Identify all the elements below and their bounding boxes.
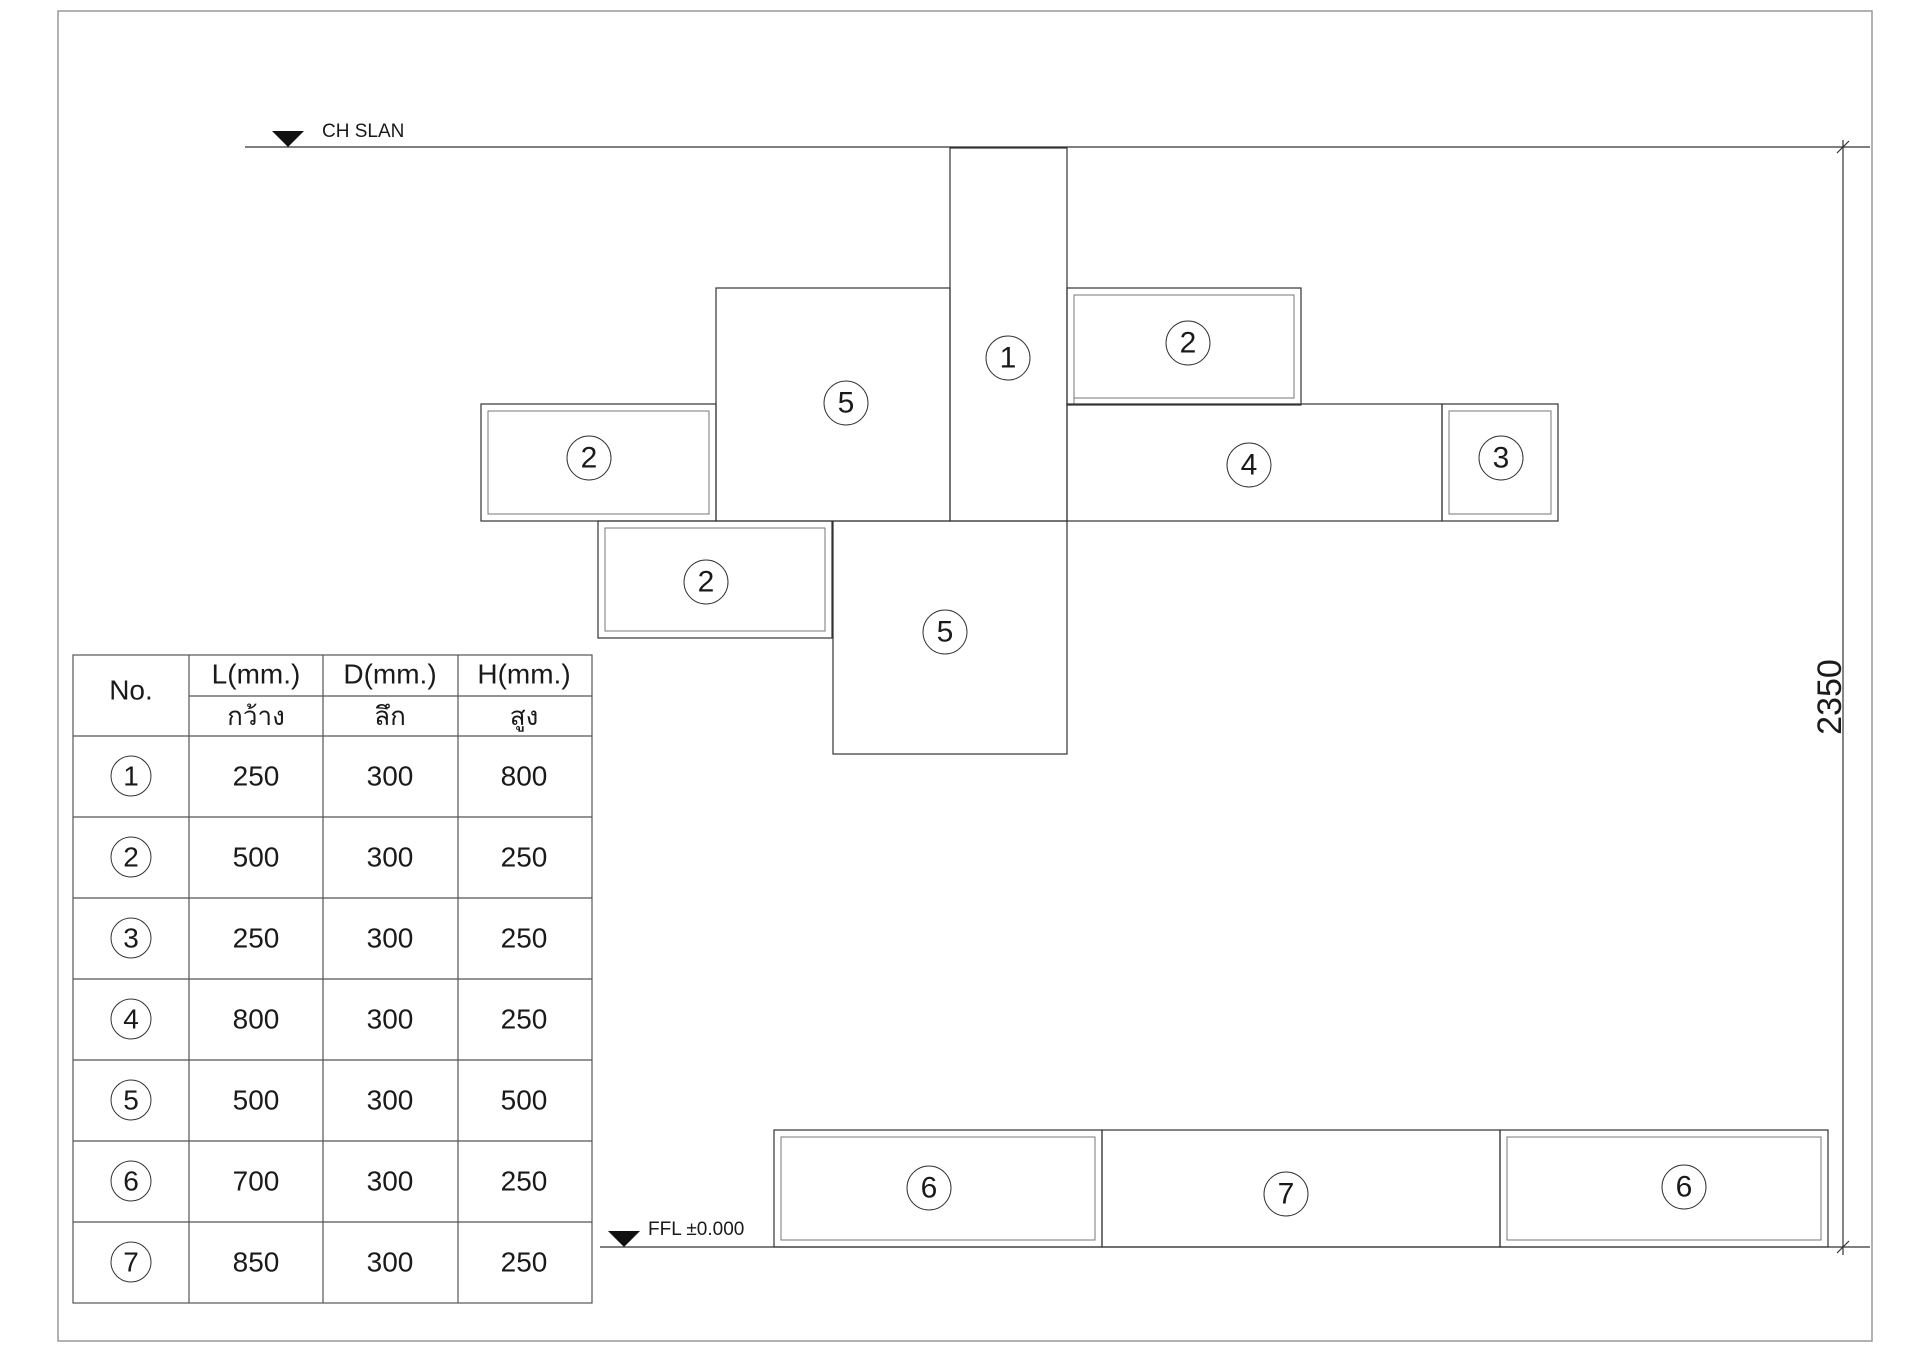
module-badge-number: 2 (698, 566, 715, 599)
module-6-right (1499, 1129, 1829, 1248)
ceiling-level-label: CH SLAN (322, 121, 404, 142)
module-badge: 7 (1263, 1171, 1309, 1217)
module-3 (1441, 403, 1559, 522)
header-depth-thai: ลึก (374, 701, 406, 731)
floor-level-label: FFL ±0.000 (648, 1219, 744, 1240)
level-triangle-icon (272, 131, 304, 147)
cell-height: 250 (501, 1247, 548, 1278)
cell-depth: 300 (367, 1085, 414, 1116)
module-badge: 5 (823, 380, 869, 426)
module-inner (1506, 1136, 1822, 1241)
header-length: L(mm.) (212, 659, 301, 690)
module-inner (487, 410, 710, 515)
module-5-lower (832, 520, 1068, 755)
row-number: 2 (123, 842, 139, 873)
row-number: 5 (123, 1085, 139, 1116)
module-badge: 4 (1226, 442, 1272, 488)
cell-length: 700 (233, 1166, 280, 1197)
sheet-border (57, 10, 1873, 1342)
cell-depth: 300 (367, 842, 414, 873)
module-badge-number: 5 (937, 616, 954, 649)
cell-depth: 300 (367, 1166, 414, 1197)
cell-height: 500 (501, 1085, 548, 1116)
module-badge: 3 (1478, 435, 1524, 481)
module-badge-number: 7 (1278, 1178, 1295, 1211)
header-height-thai: สูง (510, 701, 539, 732)
table-row: 7 850 300 250 (110, 1241, 548, 1283)
module-box (597, 520, 833, 639)
cell-length: 500 (233, 842, 280, 873)
dimension-tick (1836, 1240, 1850, 1254)
cell-depth: 300 (367, 1247, 414, 1278)
module-badge-number: 2 (1180, 327, 1197, 360)
cell-length: 800 (233, 1004, 280, 1035)
table-row: 6 700 300 250 (110, 1160, 548, 1202)
module-inner (604, 527, 826, 632)
module-badge-number: 2 (581, 442, 598, 475)
level-triangle-icon (608, 1231, 640, 1247)
module-box (1499, 1129, 1829, 1248)
cell-height: 250 (501, 923, 548, 954)
table-row: 1 250 300 800 (110, 755, 548, 797)
cell-height: 250 (501, 1166, 548, 1197)
module-badge: 2 (683, 559, 729, 605)
cell-length: 250 (233, 761, 280, 792)
row-number: 7 (123, 1247, 139, 1278)
module-box (1441, 403, 1559, 522)
module-badge-number: 3 (1493, 442, 1510, 475)
floor-level-marker: FFL ±0.000 (600, 1219, 1870, 1248)
cell-depth: 300 (367, 1004, 414, 1035)
module-inner (780, 1136, 1096, 1241)
cell-depth: 300 (367, 923, 414, 954)
dimension-tick (1836, 140, 1850, 154)
module-badge: 6 (906, 1165, 952, 1211)
table-row: 4 800 300 250 (110, 998, 548, 1040)
cell-height: 250 (501, 842, 548, 873)
cell-depth: 300 (367, 761, 414, 792)
module-1-tall (949, 147, 1068, 522)
module-box (949, 147, 1068, 522)
table-row: 2 500 300 250 (110, 836, 548, 878)
cell-height: 250 (501, 1004, 548, 1035)
module-2-lower (597, 520, 833, 639)
cell-length: 250 (233, 923, 280, 954)
row-number: 4 (123, 1004, 139, 1035)
header-length-thai: กว้าง (227, 701, 285, 731)
module-box (1066, 287, 1302, 406)
cell-length: 500 (233, 1085, 280, 1116)
dimension-table: No. L(mm.) D(mm.) H(mm.) กว้าง ลึก สูง 1… (72, 654, 593, 1304)
height-dimension: 2350 (1811, 140, 1850, 1255)
module-badge: 2 (1165, 320, 1211, 366)
cell-length: 850 (233, 1247, 280, 1278)
module-badge: 5 (922, 609, 968, 655)
module-badge: 1 (985, 335, 1031, 381)
module-box (832, 520, 1068, 755)
module-badge: 6 (1661, 1164, 1707, 1210)
cell-height: 800 (501, 761, 548, 792)
module-badge-number: 6 (921, 1172, 938, 1205)
dimension-value: 2350 (1811, 659, 1849, 735)
module-badge-number: 4 (1241, 449, 1258, 482)
module-badges: 1 2 2 2 3 4 5 5 6 7 6 (566, 320, 1707, 1217)
header-depth: D(mm.) (343, 659, 436, 690)
module-badge-number: 1 (1000, 342, 1017, 375)
module-badge-number: 5 (838, 387, 855, 420)
row-number: 6 (123, 1166, 139, 1197)
header-no: No. (109, 675, 153, 706)
ceiling-level-marker: CH SLAN (245, 121, 1870, 148)
module-badge-number: 6 (1676, 1171, 1693, 1204)
module-badge: 2 (566, 435, 612, 481)
header-height: H(mm.) (477, 659, 570, 690)
row-number: 3 (123, 923, 139, 954)
module-inner (1448, 410, 1552, 515)
table-row: 5 500 300 500 (110, 1079, 548, 1121)
module-2-upper-right (1066, 287, 1302, 406)
row-number: 1 (123, 761, 139, 792)
table-row: 3 250 300 250 (110, 917, 548, 959)
